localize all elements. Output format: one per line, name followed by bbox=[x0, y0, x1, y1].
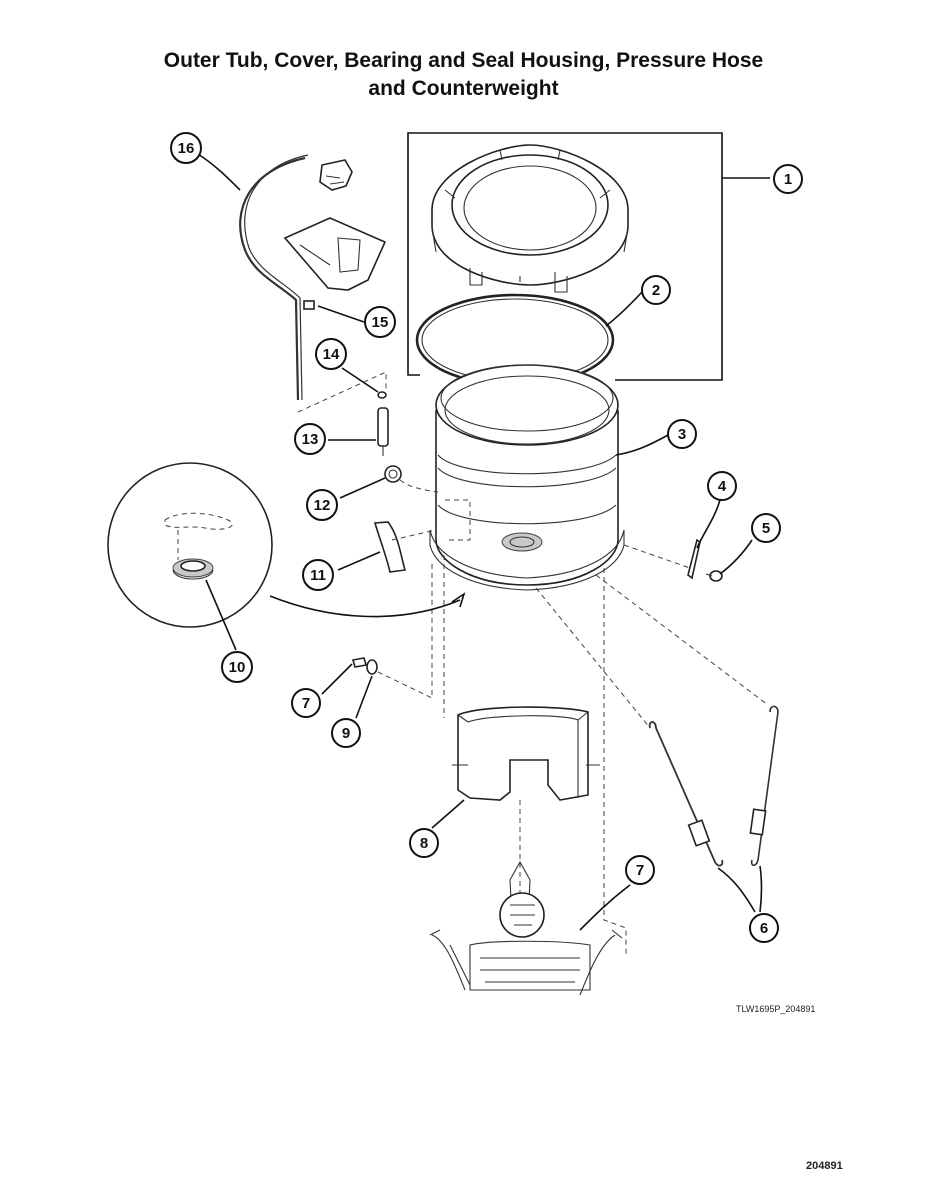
callout-6: 6 bbox=[749, 913, 779, 943]
part-label-sheet bbox=[373, 521, 407, 573]
leader-14 bbox=[341, 367, 379, 393]
callout-14: 14 bbox=[315, 338, 347, 370]
callout-7-upper: 7 bbox=[291, 688, 321, 718]
callout-2: 2 bbox=[641, 275, 671, 305]
svg-text:7: 7 bbox=[636, 862, 644, 879]
dash-to-clip bbox=[623, 544, 691, 569]
callout-8: 8 bbox=[409, 828, 439, 858]
part-screw-5 bbox=[705, 570, 723, 582]
svg-text:15: 15 bbox=[372, 314, 389, 331]
page-code: 204891 bbox=[806, 1160, 843, 1172]
page-title-line-2: and Counterweight bbox=[368, 77, 559, 100]
callout-16: 16 bbox=[170, 132, 202, 164]
leader-2 bbox=[605, 291, 643, 327]
callout-12: 12 bbox=[306, 489, 338, 521]
leader-6a bbox=[717, 867, 756, 913]
callout-10: 10 bbox=[221, 651, 253, 683]
svg-text:14: 14 bbox=[323, 346, 340, 363]
part-hose-clip bbox=[303, 300, 315, 310]
callout-9: 9 bbox=[331, 718, 361, 748]
page-title-line-1: Outer Tub, Cover, Bearing and Seal Housi… bbox=[163, 49, 764, 72]
dash-hose-to-dome bbox=[297, 371, 387, 413]
part-outer-tub bbox=[429, 364, 625, 591]
dash-to-label bbox=[391, 529, 437, 541]
detail-inset bbox=[107, 462, 273, 628]
svg-text:2: 2 bbox=[652, 282, 660, 299]
detail-connector bbox=[269, 595, 461, 618]
svg-text:8: 8 bbox=[420, 835, 428, 852]
detail-arrow bbox=[451, 592, 466, 608]
leader-10 bbox=[205, 579, 237, 651]
part-screw-7 bbox=[351, 657, 368, 668]
dash-to-bushing bbox=[399, 479, 439, 493]
dash-to-counterweight bbox=[377, 560, 433, 699]
part-counterweight bbox=[452, 706, 600, 801]
svg-text:13: 13 bbox=[302, 431, 319, 448]
part-base-assembly bbox=[429, 860, 623, 996]
leader-5 bbox=[719, 539, 753, 575]
callout-3: 3 bbox=[667, 419, 697, 449]
group-bracket bbox=[407, 132, 723, 381]
callout-4: 4 bbox=[707, 471, 737, 501]
part-air-dome bbox=[377, 407, 389, 456]
leader-11 bbox=[337, 551, 381, 571]
leader-12 bbox=[339, 477, 386, 499]
leader-4 bbox=[696, 499, 721, 549]
drawing-code: TLW1695P_204891 bbox=[736, 1004, 816, 1014]
leader-6b bbox=[759, 865, 763, 913]
part-bushing bbox=[384, 465, 402, 483]
dash-to-springs-a bbox=[535, 587, 651, 729]
dash-to-springs-b bbox=[595, 574, 769, 706]
part-tub-gasket bbox=[415, 293, 615, 387]
svg-text:3: 3 bbox=[678, 426, 686, 443]
callout-7-lower: 7 bbox=[625, 855, 655, 885]
leader-8 bbox=[431, 799, 465, 829]
part-pressure-hose bbox=[239, 154, 387, 401]
callout-15: 15 bbox=[364, 306, 396, 338]
svg-text:10: 10 bbox=[229, 659, 246, 676]
part-tub-cover bbox=[431, 144, 629, 293]
callout-11: 11 bbox=[302, 559, 334, 591]
svg-text:1: 1 bbox=[784, 171, 792, 188]
part-washer bbox=[366, 659, 378, 675]
svg-text:4: 4 bbox=[718, 478, 727, 495]
callout-5: 5 bbox=[751, 513, 781, 543]
svg-text:9: 9 bbox=[342, 725, 350, 742]
callout-1: 1 bbox=[773, 164, 803, 194]
callout-13: 13 bbox=[294, 423, 326, 455]
svg-text:6: 6 bbox=[760, 920, 768, 937]
part-suspension-springs bbox=[648, 705, 779, 867]
svg-text:12: 12 bbox=[314, 497, 331, 514]
svg-text:11: 11 bbox=[310, 567, 326, 584]
dash-vertical-b bbox=[603, 568, 627, 955]
leader-9 bbox=[355, 675, 373, 719]
svg-text:7: 7 bbox=[302, 695, 310, 712]
leader-7b bbox=[579, 884, 631, 931]
svg-text:16: 16 bbox=[178, 140, 195, 157]
leader-16 bbox=[197, 153, 241, 191]
leader-7a bbox=[321, 663, 353, 695]
leader-3 bbox=[615, 434, 669, 456]
svg-text:5: 5 bbox=[762, 520, 770, 537]
part-clamp-14 bbox=[377, 391, 387, 399]
leader-15 bbox=[317, 305, 365, 323]
